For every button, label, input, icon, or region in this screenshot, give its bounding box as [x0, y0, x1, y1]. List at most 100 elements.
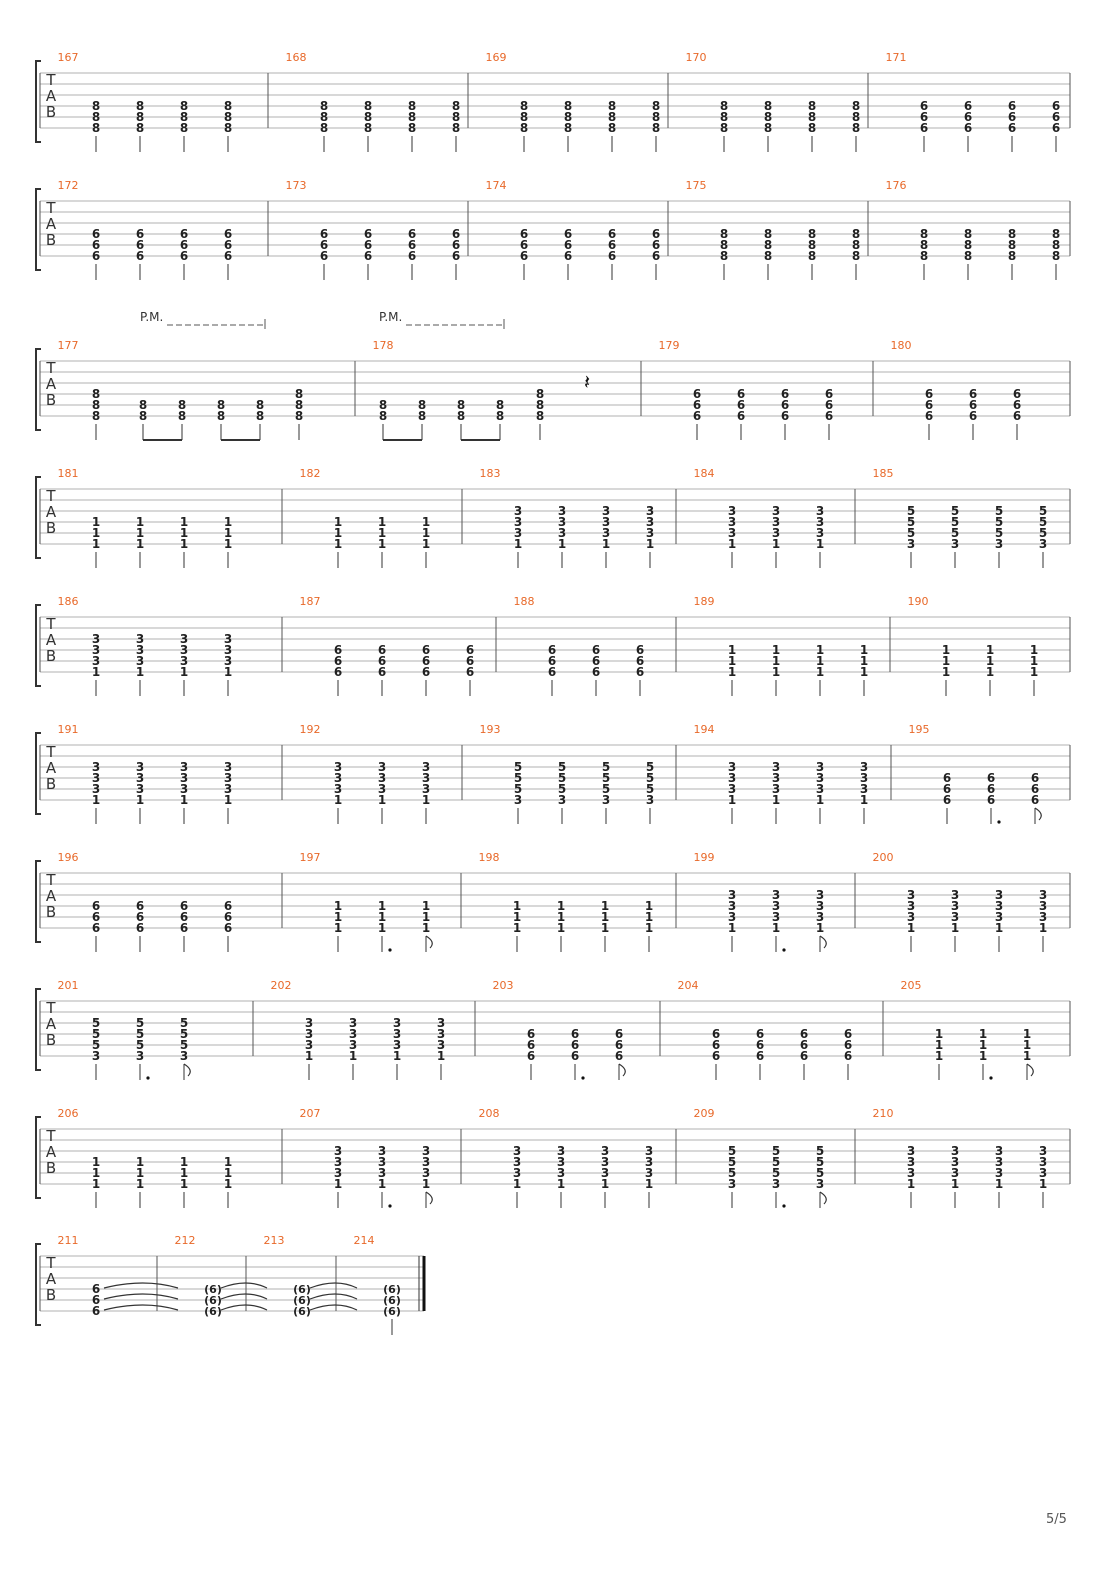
fret-number: 1: [92, 515, 100, 529]
measure-number: 207: [300, 1107, 321, 1120]
fret-number: 3: [995, 1155, 1003, 1169]
fret-number: 6: [969, 398, 977, 412]
fret-number: 5: [92, 1027, 100, 1041]
fret-number: 3: [180, 643, 188, 657]
fret-number: 3: [513, 1166, 521, 1180]
fret-number: 5: [728, 1144, 736, 1158]
fret-number: 3: [136, 1049, 144, 1063]
fret-number: 1: [136, 1177, 144, 1191]
fret-number: 5: [514, 760, 522, 774]
fret-number: 6: [520, 249, 528, 263]
fret-number: 3: [437, 1016, 445, 1030]
fret-number: 6: [969, 409, 977, 423]
measure-number: 208: [479, 1107, 500, 1120]
fret-number: 3: [728, 1177, 736, 1191]
fret-number: 1: [816, 665, 824, 679]
fret-number: 8: [136, 110, 144, 124]
fret-number: 6: [652, 238, 660, 252]
fret-number: 8: [608, 110, 616, 124]
fret-number: 6: [964, 110, 972, 124]
fret-number: 8: [408, 121, 416, 135]
fret-number: 6: [378, 654, 386, 668]
fret-number: 6: [608, 227, 616, 241]
measure-number: 181: [58, 467, 79, 480]
fret-number: 3: [514, 793, 522, 807]
fret-number: 6: [334, 654, 342, 668]
fret-number: 6: [1031, 782, 1039, 796]
page-number: 5/5: [1046, 1512, 1067, 1527]
fret-number: 6: [571, 1027, 579, 1041]
fret-number: 1: [136, 793, 144, 807]
fret-number: 3: [136, 771, 144, 785]
fret-number: 6: [92, 1293, 100, 1307]
fret-number: 8: [418, 409, 426, 423]
fret-number: 1: [378, 793, 386, 807]
fret-number: 6: [320, 227, 328, 241]
fret-number: 6: [136, 249, 144, 263]
fret-number: 3: [1039, 1166, 1047, 1180]
fret-number: 3: [645, 1144, 653, 1158]
measure-number: 209: [694, 1107, 715, 1120]
fret-number: 3: [995, 888, 1003, 902]
system-bracket: [35, 1243, 41, 1326]
rhythm-dot: [997, 820, 1001, 824]
fret-number: 6: [136, 227, 144, 241]
fret-number: 8: [920, 238, 928, 252]
fret-number: 6: [520, 227, 528, 241]
fret-number: 6: [592, 654, 600, 668]
fret-number: 6: [92, 1282, 100, 1296]
fret-number: 8: [808, 227, 816, 241]
fret-number: 6: [925, 409, 933, 423]
fret-number: 3: [728, 899, 736, 913]
fret-number: 8: [180, 121, 188, 135]
rhythm-dot: [782, 1204, 786, 1208]
fret-number: 3: [305, 1038, 313, 1052]
fret-number: 8: [320, 110, 328, 124]
fret-number: 3: [180, 771, 188, 785]
tab-clef-letter: T: [45, 615, 56, 633]
fret-number: 8: [852, 110, 860, 124]
fret-number: 1: [224, 537, 232, 551]
fret-number: 3: [92, 771, 100, 785]
fret-number: 1: [728, 654, 736, 668]
tab-clef-letter: B: [46, 1159, 56, 1177]
fret-number: 3: [816, 782, 824, 796]
fret-number: 1: [378, 526, 386, 540]
fret-number: 8: [652, 121, 660, 135]
fret-number: 3: [816, 760, 824, 774]
fret-number: 6: [964, 99, 972, 113]
fret-number: 1: [92, 1155, 100, 1169]
fret-number: 6: [408, 227, 416, 241]
fret-number: 8: [139, 409, 147, 423]
fret-number: 3: [816, 888, 824, 902]
fret-number: 8: [564, 121, 572, 135]
fret-number: 6: [693, 409, 701, 423]
fret-number: 6: [1013, 387, 1021, 401]
fret-number: 3: [92, 654, 100, 668]
fret-number: 8: [608, 99, 616, 113]
fret-number: 8: [920, 227, 928, 241]
fret-number: 8: [536, 387, 544, 401]
fret-number: 5: [602, 771, 610, 785]
rhythm-dot: [146, 1076, 150, 1080]
fret-number: 1: [772, 643, 780, 657]
fret-number: 1: [1030, 643, 1038, 657]
fret-number: 6: [564, 238, 572, 252]
fret-number: 6: [320, 238, 328, 252]
fret-number: 3: [180, 632, 188, 646]
fret-number: 6: [943, 793, 951, 807]
fret-number: 1: [180, 537, 188, 551]
fret-number: 3: [772, 771, 780, 785]
fret-number: 6: [712, 1049, 720, 1063]
fret-number: 8: [720, 227, 728, 241]
fret-number: 1: [816, 654, 824, 668]
fret-number: 1: [180, 665, 188, 679]
fret-number: 8: [224, 110, 232, 124]
fret-number: 1: [772, 665, 780, 679]
fret-number: 6: [920, 99, 928, 113]
fret-number: 3: [907, 1144, 915, 1158]
fret-number: 6: [422, 643, 430, 657]
fret-number: 6: [520, 238, 528, 252]
fret-number: 3: [514, 515, 522, 529]
fret-number: 6: [180, 227, 188, 241]
